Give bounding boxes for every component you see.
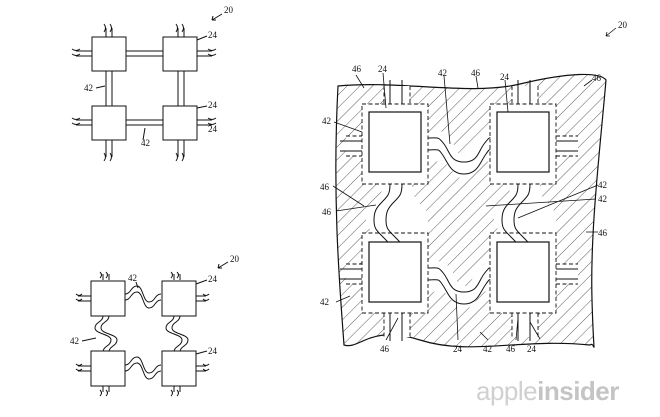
labels-top-left: 20 24 24 42 24 42: [84, 5, 234, 148]
ref-label: 20: [618, 20, 628, 30]
watermark-part2: insider: [537, 376, 619, 406]
ref-label: 46: [471, 68, 481, 78]
device-island: [91, 36, 127, 72]
appleinsider-watermark: appleinsider: [476, 376, 619, 407]
device-island: [496, 111, 550, 173]
ref-label: 42: [70, 336, 79, 346]
device-island: [162, 36, 198, 72]
ref-label: 24: [453, 344, 463, 354]
ref-label: 24: [208, 30, 218, 40]
serpentine-interconnects: [340, 80, 578, 341]
ref-label: 46: [506, 344, 516, 354]
device-island: [161, 280, 197, 317]
ref-label: 24: [378, 64, 388, 74]
ref-label: 46: [320, 182, 330, 192]
figure-bottom-left: [75, 261, 229, 397]
ref-label: 24: [208, 124, 218, 134]
ref-label: 42: [84, 83, 93, 93]
leader-lines: [332, 27, 617, 341]
figure-right: [332, 27, 617, 348]
encapsulation-outlines: [346, 86, 578, 337]
ref-label: 42: [483, 344, 492, 354]
ref-label: 42: [438, 68, 447, 78]
labels-bottom-left: 20 42 24 42 24: [70, 254, 240, 356]
device-islands: [368, 111, 550, 303]
ref-label: 20: [224, 5, 234, 15]
ref-label: 46: [380, 344, 390, 354]
ref-label: 46: [598, 228, 608, 238]
device-island: [162, 105, 198, 141]
device-island: [496, 241, 550, 303]
device-island: [161, 350, 197, 387]
ref-label: 42: [598, 194, 607, 204]
device-island: [90, 280, 126, 317]
ref-label: 24: [208, 274, 218, 284]
device-island: [91, 105, 127, 141]
labels-right: 20 46 24 42 46 24 46 42 42 46 42 46 46 4…: [320, 20, 628, 354]
ref-label: 42: [141, 138, 150, 148]
device-island: [368, 111, 422, 173]
ref-label: 46: [352, 64, 362, 74]
ref-label: 24: [208, 100, 218, 110]
ref-label: 46: [592, 73, 602, 83]
ref-label: 24: [527, 344, 537, 354]
ref-label: 24: [208, 346, 218, 356]
device-island: [90, 350, 126, 387]
ref-label: 20: [230, 254, 240, 264]
ref-label: 42: [320, 297, 329, 307]
figure-top-left: [71, 13, 223, 162]
ref-label: 42: [598, 180, 607, 190]
ref-label: 24: [500, 72, 510, 82]
ref-label: 42: [128, 273, 137, 283]
ref-label: 46: [322, 207, 332, 217]
watermark-part1: apple: [476, 376, 538, 406]
device-island: [368, 241, 422, 303]
ref-label: 42: [322, 116, 331, 126]
